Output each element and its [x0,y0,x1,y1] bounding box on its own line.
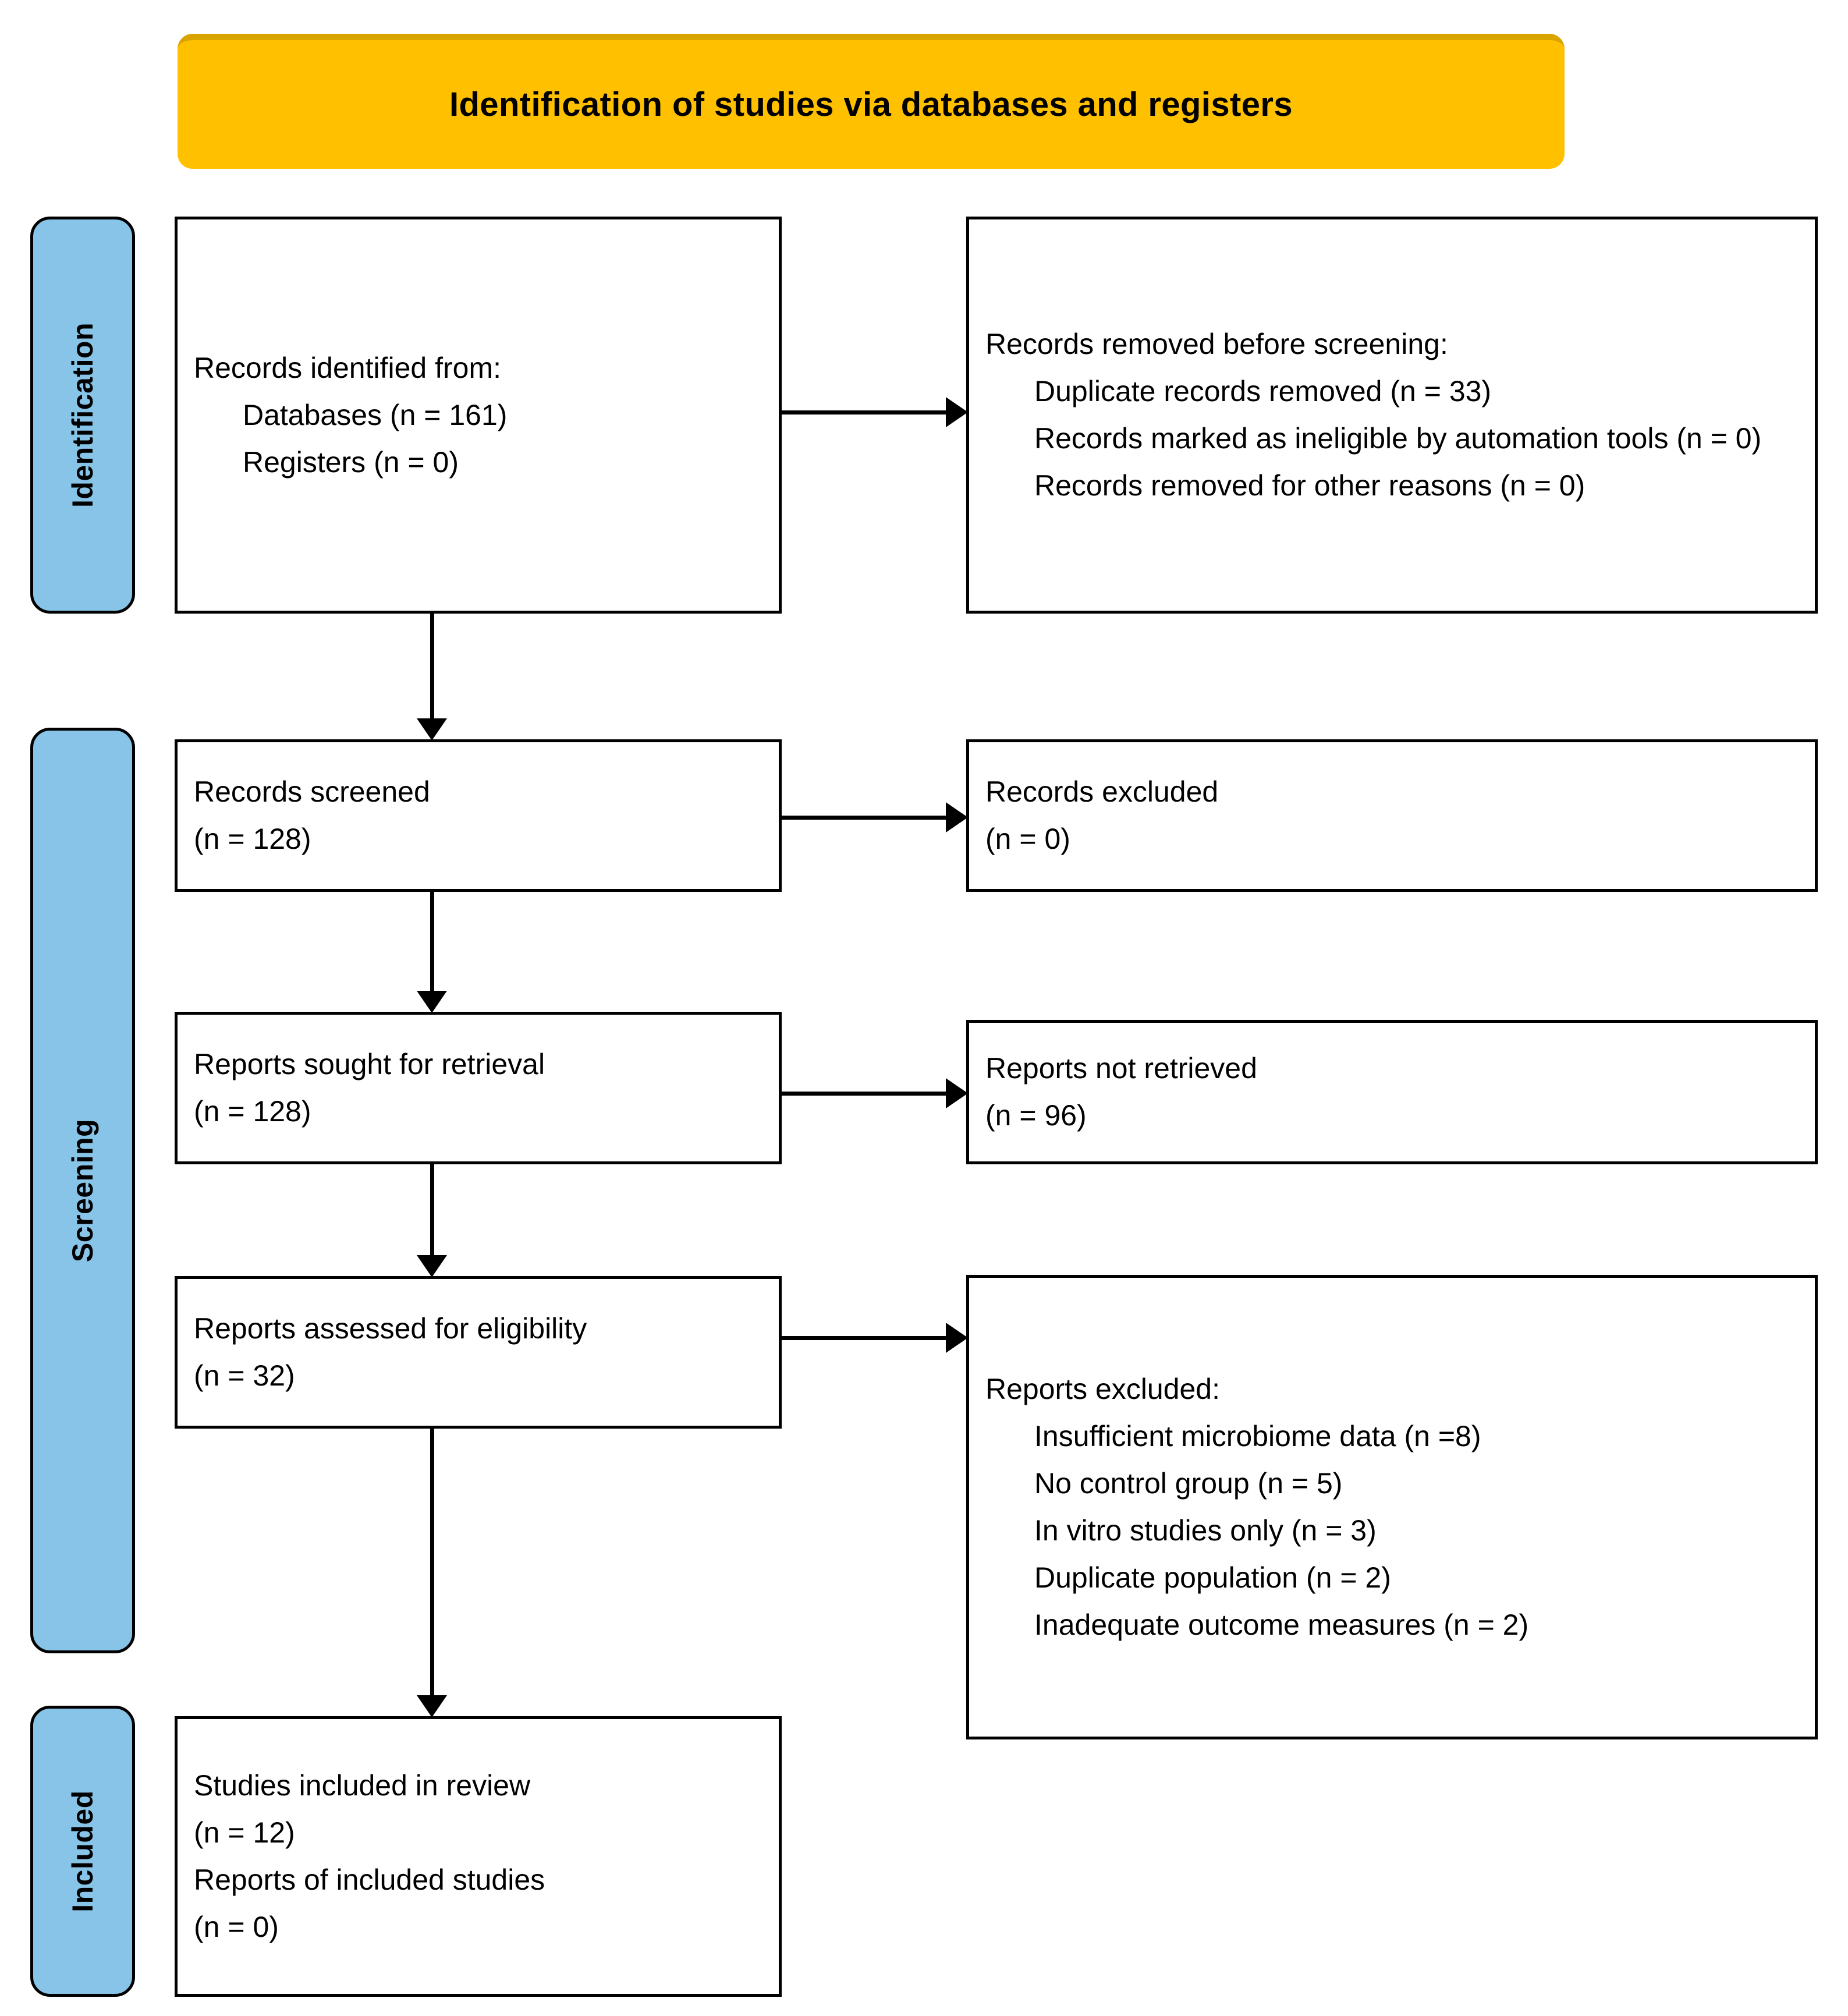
box-reports-excluded: Reports excluded: Insufficient microbiom… [966,1275,1818,1739]
stage-sidebar-included: Included [30,1706,135,1997]
arrow-head-right-icon [946,802,968,832]
records-identified-registers: Registers (n = 0) [243,445,459,479]
reports-excluded-reason-4: Duplicate population (n = 2) [1034,1561,1391,1594]
reports-not-retrieved-count: (n = 96) [985,1099,1087,1132]
box-records-excluded: Records excluded (n = 0) [966,739,1818,892]
arrow-shaft [782,410,948,414]
records-screened-title: Records screened [194,775,430,808]
arrow-shaft [782,1092,948,1096]
box-records-screened: Records screened (n = 128) [175,739,782,892]
studies-included-title: Studies included in review [194,1769,531,1802]
arrow-assessed-to-reports-excluded [782,1320,968,1355]
identification-banner: Identification of studies via databases … [178,34,1565,169]
box-records-removed-before-screening: Records removed before screening: Duplic… [966,217,1818,614]
stage-label-included: Included [66,1790,100,1912]
stage-sidebar-identification: Identification [30,217,135,614]
reports-excluded-title: Reports excluded: [985,1373,1221,1405]
arrow-shaft [430,1429,434,1698]
arrow-shaft [430,1164,434,1257]
reports-sought-count: (n = 128) [194,1095,311,1128]
arrow-shaft [782,816,948,820]
reports-sought-title: Reports sought for retrieval [194,1048,545,1080]
reports-assessed-title: Reports assessed for eligibility [194,1312,587,1345]
records-removed-automation: Records marked as ineligible by automati… [1034,422,1762,455]
arrow-head-down-icon [417,1255,447,1277]
reports-included-count: (n = 0) [194,1911,279,1943]
arrow-head-down-icon [417,991,447,1013]
records-excluded-title: Records excluded [985,775,1219,808]
reports-excluded-reason-3: In vitro studies only (n = 3) [1034,1514,1377,1547]
arrow-shaft [430,614,434,721]
reports-included-title: Reports of included studies [194,1863,545,1896]
arrow-head-down-icon [417,718,447,741]
arrow-head-right-icon [946,1078,968,1108]
arrow-identified-to-screened [414,614,449,741]
stage-sidebar-screening: Screening [30,728,135,1653]
box-studies-included: Studies included in review (n = 12) Repo… [175,1716,782,1997]
box-records-identified: Records identified from: Databases (n = … [175,217,782,614]
stage-label-identification: Identification [66,322,100,508]
box-reports-not-retrieved: Reports not retrieved (n = 96) [966,1020,1818,1164]
arrow-screened-to-excluded [782,800,968,835]
banner-title: Identification of studies via databases … [449,85,1293,123]
arrow-screened-to-sought [414,892,449,1013]
arrow-head-right-icon [946,397,968,427]
arrow-sought-to-assessed [414,1164,449,1277]
studies-included-count: (n = 12) [194,1816,295,1849]
reports-not-retrieved-title: Reports not retrieved [985,1052,1257,1085]
records-removed-title: Records removed before screening: [985,328,1448,360]
records-removed-other: Records removed for other reasons (n = 0… [1034,469,1585,502]
arrow-sought-to-not-retrieved [782,1076,968,1111]
records-removed-duplicates: Duplicate records removed (n = 33) [1034,375,1492,408]
reports-excluded-reason-2: No control group (n = 5) [1034,1467,1343,1500]
arrow-assessed-to-included [414,1429,449,1717]
reports-assessed-count: (n = 32) [194,1359,295,1392]
arrow-head-right-icon [946,1323,968,1353]
records-screened-count: (n = 128) [194,823,311,855]
arrow-head-down-icon [417,1695,447,1717]
stage-label-screening: Screening [66,1118,99,1263]
box-reports-assessed-for-eligibility: Reports assessed for eligibility (n = 32… [175,1276,782,1429]
records-excluded-count: (n = 0) [985,823,1070,855]
records-identified-databases: Databases (n = 161) [243,398,508,431]
arrow-shaft [430,892,434,993]
reports-excluded-reason-5: Inadequate outcome measures (n = 2) [1034,1608,1529,1641]
records-identified-title: Records identified from: [194,351,502,384]
arrow-shaft [782,1336,948,1340]
reports-excluded-reason-1: Insufficient microbiome data (n =8) [1034,1420,1481,1452]
arrow-identified-to-removed [782,395,968,430]
box-reports-sought-for-retrieval: Reports sought for retrieval (n = 128) [175,1012,782,1164]
